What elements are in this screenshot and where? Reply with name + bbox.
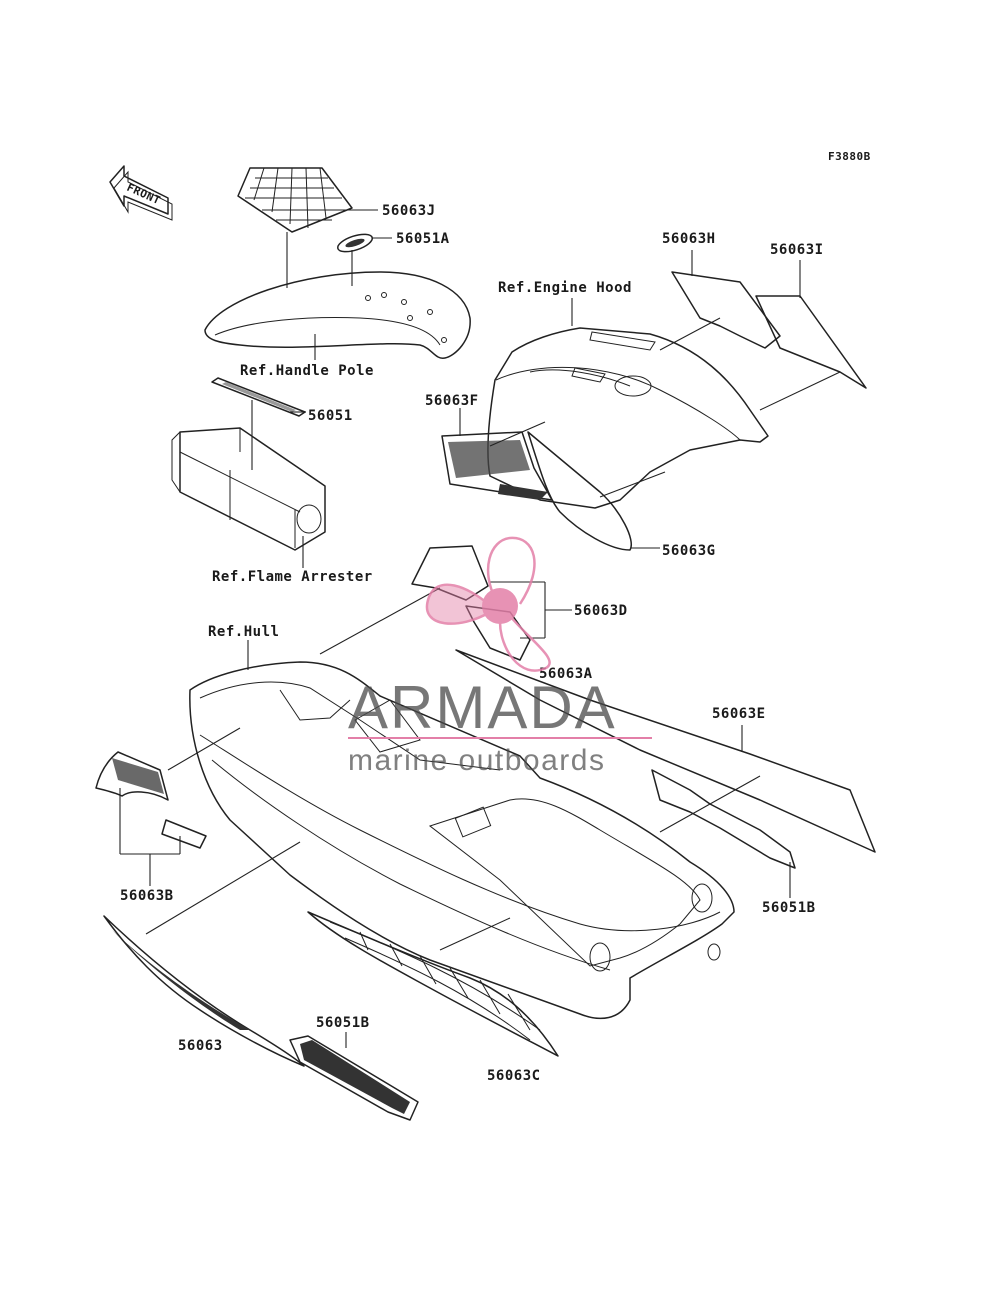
label-56063: 56063 — [178, 1038, 223, 1054]
label-56063c: 56063C — [487, 1068, 541, 1084]
engine-hood — [487, 327, 769, 509]
ref-engine-hood: Ref.Engine Hood — [498, 280, 632, 296]
decal-56063f — [441, 431, 553, 501]
label-56063f: 56063F — [425, 393, 479, 409]
label-56051b-bottom: 56051B — [316, 1015, 370, 1031]
sticker-56063i — [755, 295, 867, 389]
label-56051b-right: 56051B — [762, 900, 816, 916]
sticker-56051 — [211, 377, 306, 417]
emblem-56051b-bottom — [289, 1035, 419, 1121]
label-56063j: 56063J — [382, 203, 436, 219]
label-56063e: 56063E — [712, 706, 766, 722]
armada-logo-icon — [425, 536, 551, 672]
label-56063b: 56063B — [120, 888, 174, 904]
label-56051a: 56051A — [396, 231, 450, 247]
handle-pole — [204, 271, 471, 359]
ref-hull: Ref.Hull — [208, 624, 279, 640]
emblem-56051a — [336, 233, 374, 253]
label-56063d: 56063D — [574, 603, 628, 619]
front-arrow-icon: FRONT — [109, 165, 173, 221]
label-56051: 56051 — [308, 408, 353, 424]
decal-56063 — [103, 841, 305, 1067]
label-56063g: 56063G — [662, 543, 716, 559]
ref-flame-arrester: Ref.Flame Arrester — [212, 569, 373, 585]
hull — [189, 661, 735, 1020]
watermark-brand: ARMADA — [348, 674, 617, 741]
label-56063i: 56063I — [770, 242, 824, 258]
sticker-56063h — [671, 271, 781, 349]
decal-56063c — [307, 911, 559, 1057]
decal-56063g — [527, 431, 632, 551]
decal-56063b — [95, 751, 207, 849]
watermark-tagline: marine outboards — [348, 744, 605, 777]
flame-arrester — [171, 427, 326, 551]
decal-56051b-right — [651, 769, 796, 869]
sticker-56063j — [237, 167, 353, 233]
decal-56063e — [455, 649, 876, 853]
ref-handle-pole: Ref.Handle Pole — [240, 363, 374, 379]
figure-code: F3880B — [828, 150, 871, 163]
label-56063h: 56063H — [662, 231, 716, 247]
label-56063a: 56063A — [539, 666, 593, 682]
